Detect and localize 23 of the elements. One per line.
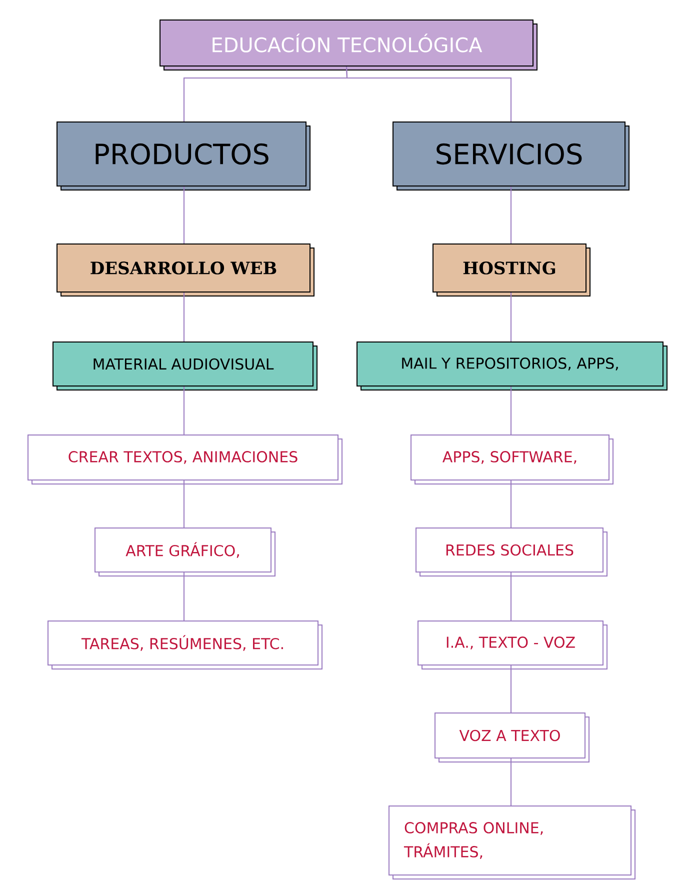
item-box: CREAR TEXTOS, ANIMACIONES — [28, 434, 342, 484]
connector-line — [510, 186, 512, 244]
subcategory-box: DESARROLLO WEB — [56, 244, 314, 296]
connector-line — [346, 66, 512, 122]
connector-line — [510, 758, 512, 806]
category-box: PRODUCTOS — [56, 122, 310, 190]
item-box: I.A., TEXTO - VOZ — [418, 620, 608, 670]
subcategory-box: HOSTING — [432, 244, 590, 296]
title-box: EDUCACÍON TECNOLÓGICA — [160, 20, 538, 70]
connector-line — [510, 665, 512, 713]
topic-box: MATERIAL AUDIOVISUAL — [52, 342, 318, 390]
connector-line — [510, 292, 512, 342]
category-box: SERVICIOS — [392, 122, 630, 190]
item-box: COMPRAS ONLINE, TRÁMITES, — [388, 806, 636, 880]
item-box: TAREAS, RESÚMENES, ETC. — [48, 620, 322, 670]
connector-line — [510, 480, 512, 528]
topic-box: MAIL Y REPOSITORIOS, APPS, — [356, 342, 668, 390]
item-box: APPS, SOFTWARE, — [410, 434, 614, 484]
item-box: REDES SOCIALES — [416, 528, 608, 576]
item-box: VOZ A TEXTO — [434, 712, 590, 762]
item-box: ARTE GRÁFICO, — [94, 528, 276, 576]
connector-line — [510, 386, 512, 435]
connector-line — [510, 572, 512, 621]
